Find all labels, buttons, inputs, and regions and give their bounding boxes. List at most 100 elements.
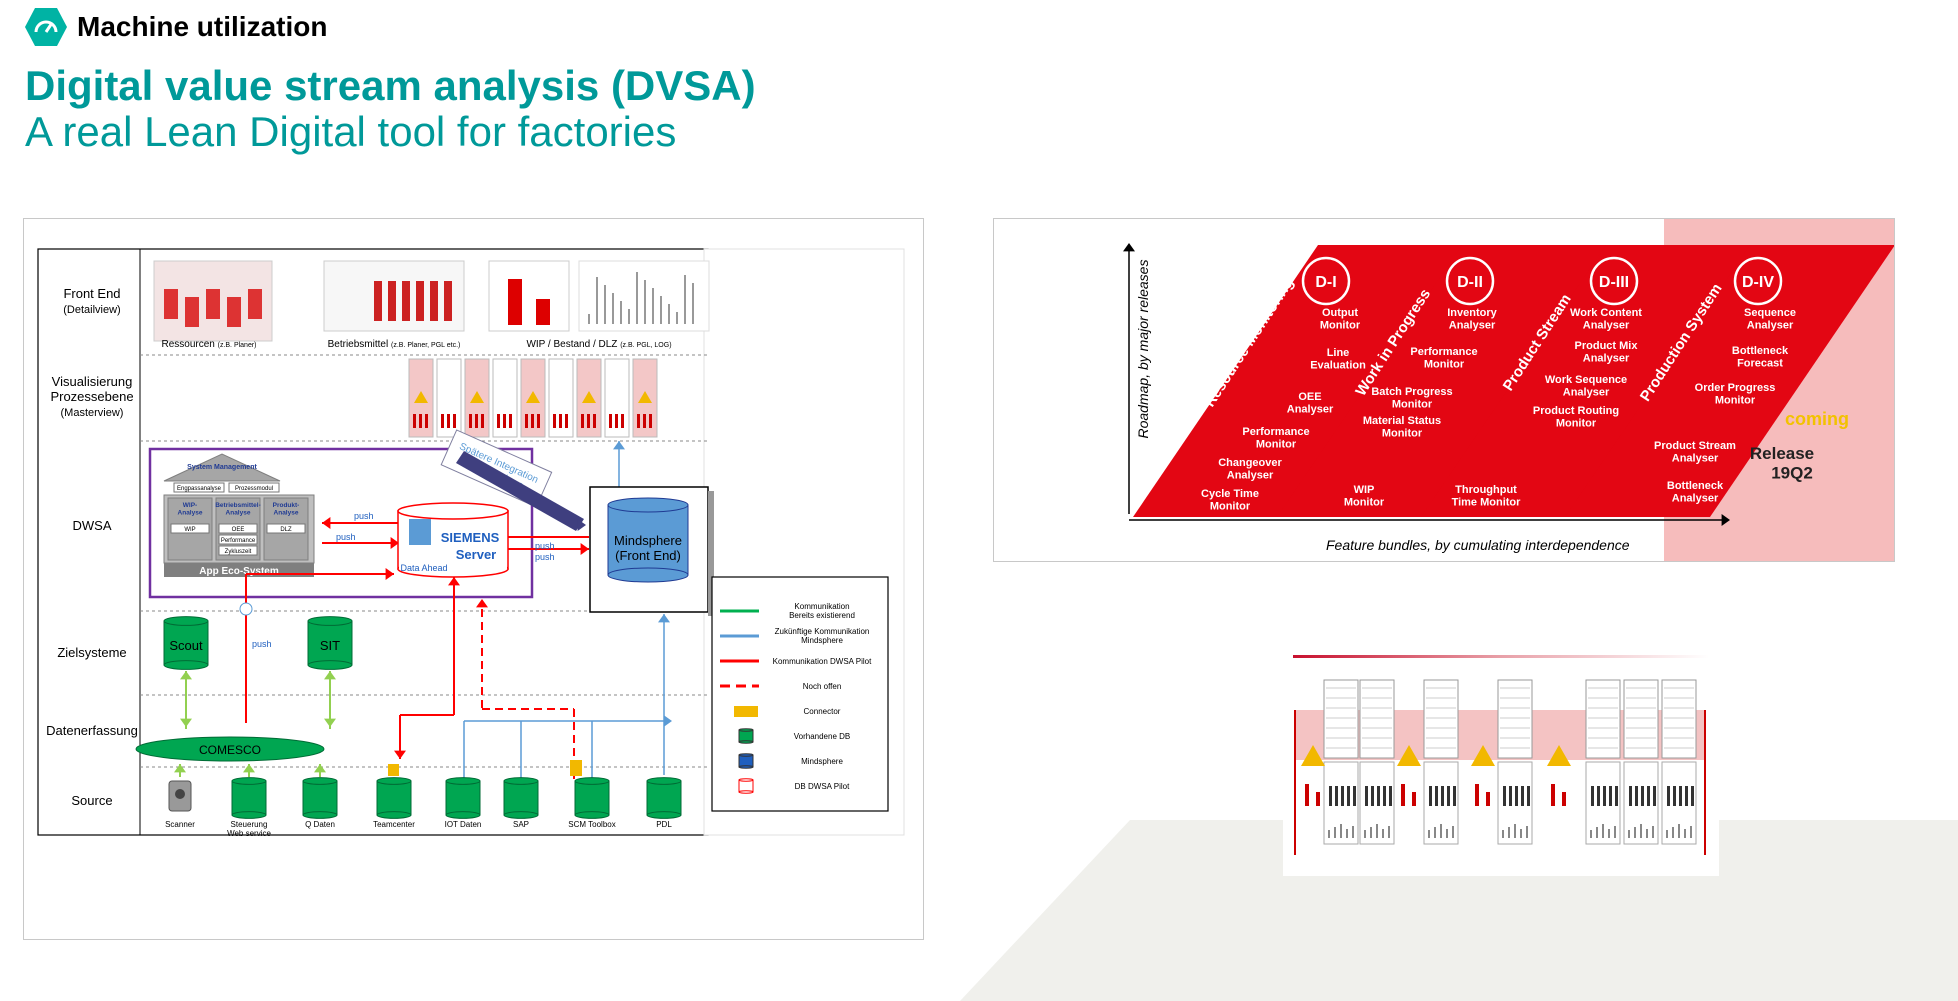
speedometer-icon	[25, 6, 67, 48]
thumb-bar	[1629, 786, 1632, 806]
band-badge	[1301, 256, 1351, 306]
eco-item	[218, 545, 258, 556]
band-badge	[1733, 256, 1783, 306]
text-line: Engpassanalyse	[177, 486, 222, 492]
eco-item-label: DLZ	[280, 527, 292, 533]
text-line: Analyse	[226, 509, 251, 516]
text-line: Forecast	[1737, 358, 1783, 370]
text-line: Zielsysteme	[57, 645, 126, 660]
db-top	[445, 777, 481, 785]
thumb-table	[1323, 679, 1359, 759]
masterview-bar	[537, 414, 540, 428]
text-line: Monitor	[1556, 418, 1597, 430]
text-line: Analyser	[1563, 387, 1610, 399]
masterview-bar	[503, 414, 506, 428]
text-line: Feature bundles, by cumulating interdepe…	[1326, 537, 1630, 553]
server-mask	[399, 559, 507, 569]
text-line: Time Monitor	[1452, 497, 1522, 509]
thumb-bar	[1521, 786, 1524, 806]
text-line: DB DWSA Pilot	[795, 782, 850, 791]
masterview-bar	[475, 414, 478, 428]
db-bottom	[738, 740, 754, 744]
thumb-bar	[1673, 786, 1676, 806]
arrow-head	[448, 577, 460, 586]
db-bottom	[646, 811, 682, 819]
text-line: Bottleneck	[1667, 480, 1724, 492]
text-line: System Management	[187, 464, 257, 471]
text-line: (Masterview)	[61, 407, 124, 419]
thumb-red-bar	[1475, 784, 1479, 806]
thumb-bar	[1341, 786, 1344, 806]
text-line: Bereits existierend	[789, 611, 855, 620]
text-line: DLZ	[280, 527, 292, 533]
eco-item-label: Performance	[221, 538, 256, 544]
future-arrow-head	[577, 519, 586, 531]
text-line: Monitor	[1715, 395, 1756, 407]
arrow-head	[180, 671, 192, 680]
thumb-bar	[1503, 786, 1506, 806]
connector-node	[239, 602, 253, 616]
arrow-head	[580, 543, 589, 555]
eco-item	[266, 523, 306, 534]
server-caption: Data Ahead	[400, 563, 447, 573]
text-line: Prozessebene	[50, 389, 133, 404]
text-line: D-II	[1457, 274, 1483, 291]
text-line: Scanner	[165, 820, 195, 829]
source-label: Q Daten	[305, 820, 335, 829]
thumb-bar	[1635, 786, 1638, 806]
db-top	[376, 777, 412, 785]
text-line: Mindsphere	[614, 533, 682, 548]
thumb-red-bar	[1551, 784, 1555, 806]
text-line: Work Content	[1570, 307, 1642, 319]
caption-main: WIP / Bestand / DLZ	[526, 339, 620, 350]
scanner-lens	[175, 789, 185, 799]
push-label: push	[252, 639, 272, 649]
equipment-bar	[444, 281, 452, 321]
text-line: COMESCO	[199, 743, 261, 757]
caption-main: Ressourcen	[161, 339, 217, 350]
arrow-head	[314, 764, 326, 773]
thumb-table	[1585, 679, 1621, 759]
text-line: Betriebsmittel-	[215, 502, 261, 509]
warning-icon	[526, 391, 540, 403]
section-header: Machine utilization	[25, 6, 327, 48]
thumb-bar	[1453, 786, 1456, 806]
thumb-table	[1359, 679, 1395, 759]
source-label: SAP	[513, 820, 529, 829]
text-line: Mindsphere	[801, 636, 843, 645]
text-line: Analyser	[1583, 320, 1630, 332]
masterview-bar	[565, 414, 568, 428]
text-line: Q Daten	[305, 820, 335, 829]
source-db	[231, 777, 267, 819]
masterview-bar	[615, 414, 618, 428]
db-bottom	[163, 660, 209, 670]
mindsphere-db	[607, 497, 689, 583]
row-label: Datenerfassung	[46, 723, 138, 738]
db-top	[163, 616, 209, 626]
text-line: Sequence	[1744, 307, 1796, 319]
equipment-bar	[374, 281, 382, 321]
text-line: Zukünftige Kommunikation	[775, 627, 870, 636]
mindsphere-front-end: Mindsphere(Front End)	[589, 486, 714, 616]
thumb-bar	[1667, 786, 1670, 806]
text-line: WIP	[184, 527, 195, 533]
db-bottom	[376, 811, 412, 819]
text-line: Analyser	[1287, 404, 1334, 416]
text-line: Monitor	[1256, 439, 1297, 451]
text-line: D-I	[1315, 274, 1336, 291]
db-body	[646, 780, 682, 816]
thumb-table	[1497, 679, 1533, 759]
masterview-bar	[637, 414, 640, 428]
db-body	[738, 779, 754, 793]
arrow-head	[663, 715, 672, 727]
arrow-head	[385, 568, 394, 580]
source-db	[445, 777, 481, 819]
